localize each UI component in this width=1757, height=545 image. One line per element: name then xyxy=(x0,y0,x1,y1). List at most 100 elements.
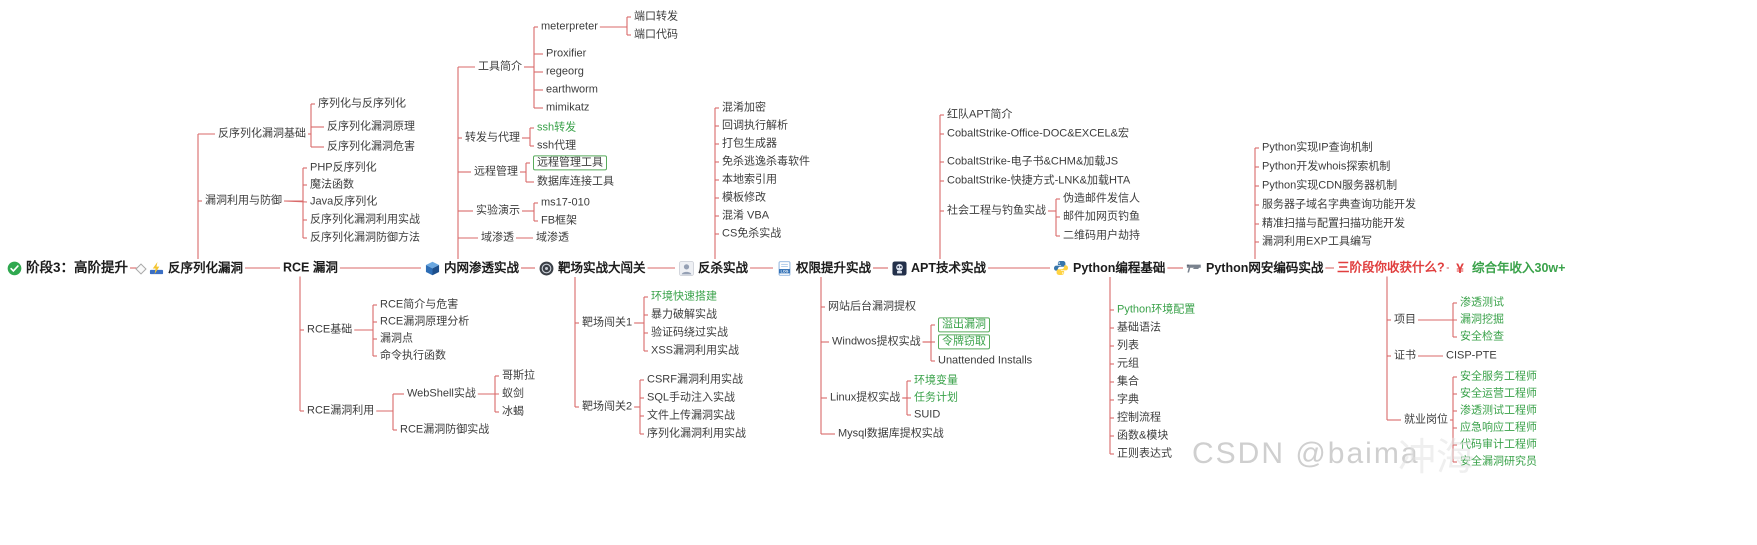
mindmap-node-g5[interactable]: 社会工程与钓鱼实战 xyxy=(947,204,1046,217)
mindmap-node-a2c2[interactable]: 魔法函数 xyxy=(310,178,354,191)
mindmap-node-s1[interactable]: 阶段3：高阶提升 xyxy=(6,260,128,276)
mindmap-node-b2c2[interactable]: RCE漏洞防御实战 xyxy=(400,423,489,436)
mindmap-node-b2c1b[interactable]: 蚁剑 xyxy=(502,387,524,400)
mindmap-node-b2[interactable]: RCE漏洞利用 xyxy=(307,404,374,417)
mindmap-node-c1c3[interactable]: regeorg xyxy=(546,65,584,78)
mindmap-node-i2[interactable]: Python开发whois探索机制 xyxy=(1262,160,1390,173)
mindmap-node-j2[interactable]: 证书 xyxy=(1394,349,1416,362)
mindmap-node-h9[interactable]: 正则表达式 xyxy=(1117,447,1172,460)
mindmap-node-e5[interactable]: 本地索引用 xyxy=(722,173,777,186)
mindmap-node-g1[interactable]: 红队APT简介 xyxy=(947,108,1012,121)
mindmap-node-b1c4[interactable]: 命令执行函数 xyxy=(380,349,446,362)
mindmap-node-s6[interactable]: 反杀实战 xyxy=(678,260,748,276)
mindmap-node-i3[interactable]: Python实现CDN服务器机制 xyxy=(1262,179,1397,192)
mindmap-node-f3c1[interactable]: 环境变量 xyxy=(914,374,958,387)
mindmap-node-a1[interactable]: 反序列化漏洞基础 xyxy=(218,127,306,140)
mindmap-node-e8[interactable]: CS免杀实战 xyxy=(722,227,781,240)
mindmap-node-i5[interactable]: 精准扫描与配置扫描功能开发 xyxy=(1262,217,1405,230)
mindmap-node-j1c2[interactable]: 漏洞挖掘 xyxy=(1460,313,1504,326)
mindmap-node-h8[interactable]: 函数&模块 xyxy=(1117,429,1168,442)
mindmap-node-b2c1c[interactable]: 冰蝎 xyxy=(502,405,524,418)
mindmap-node-i1[interactable]: Python实现IP查询机制 xyxy=(1262,141,1373,154)
mindmap-node-j2c1[interactable]: CISP-PTE xyxy=(1446,349,1497,362)
mindmap-node-f1[interactable]: 网站后台漏洞提权 xyxy=(828,300,916,313)
mindmap-node-a2c4[interactable]: 反序列化漏洞利用实战 xyxy=(310,213,420,226)
mindmap-node-h7[interactable]: 控制流程 xyxy=(1117,411,1161,424)
mindmap-node-c1c5[interactable]: mimikatz xyxy=(546,101,589,114)
mindmap-node-j3c3[interactable]: 渗透测试工程师 xyxy=(1460,404,1537,417)
mindmap-node-f3c2[interactable]: 任务计划 xyxy=(914,391,958,404)
mindmap-node-a1c1[interactable]: 序列化与反序列化 xyxy=(318,97,406,110)
mindmap-node-b1c2[interactable]: RCE漏洞原理分析 xyxy=(380,315,469,328)
mindmap-node-h4[interactable]: 元组 xyxy=(1117,357,1139,370)
mindmap-node-j1[interactable]: 项目 xyxy=(1394,313,1416,326)
mindmap-node-a1c2[interactable]: 反序列化漏洞原理 xyxy=(327,120,415,133)
mindmap-node-e7[interactable]: 混淆 VBA xyxy=(722,209,769,222)
mindmap-node-e4[interactable]: 免杀逃逸杀毒软件 xyxy=(722,155,810,168)
mindmap-node-c1c1b[interactable]: 端口代码 xyxy=(634,28,678,41)
mindmap-node-e6[interactable]: 模板修改 xyxy=(722,191,766,204)
mindmap-node-c5[interactable]: 域渗透 xyxy=(481,231,514,244)
mindmap-node-f4[interactable]: Mysql数据库提权实战 xyxy=(838,427,944,440)
mindmap-node-s3[interactable]: RCE 漏洞 xyxy=(283,261,338,276)
mindmap-node-e3[interactable]: 打包生成器 xyxy=(722,137,777,150)
mindmap-node-h3[interactable]: 列表 xyxy=(1117,339,1139,352)
mindmap-node-d1c1[interactable]: 环境快速搭建 xyxy=(651,290,717,303)
mindmap-node-c1c1[interactable]: meterpreter xyxy=(541,20,598,33)
mindmap-node-d2c1[interactable]: CSRF漏洞利用实战 xyxy=(647,373,743,386)
mindmap-node-j3c4[interactable]: 应急响应工程师 xyxy=(1460,421,1537,434)
mindmap-node-j1c3[interactable]: 安全检查 xyxy=(1460,330,1504,343)
mindmap-node-c1c2[interactable]: Proxifier xyxy=(546,47,586,60)
mindmap-node-s12[interactable]: ¥综合年收入30w+ xyxy=(1452,260,1565,276)
mindmap-node-g5c3[interactable]: 二维码用户劫持 xyxy=(1063,229,1140,242)
mindmap-node-b1[interactable]: RCE基础 xyxy=(307,323,352,336)
mindmap-node-s11[interactable]: 三阶段你收获什么? xyxy=(1337,261,1445,276)
mindmap-node-f2c3[interactable]: Unattended Installs xyxy=(938,354,1032,367)
mindmap-node-a2c1[interactable]: PHP反序列化 xyxy=(310,161,377,174)
mindmap-node-j3c6[interactable]: 安全漏洞研究员 xyxy=(1460,455,1537,468)
mindmap-node-b1c3[interactable]: 漏洞点 xyxy=(380,332,413,345)
mindmap-node-c3c2[interactable]: 数据库连接工具 xyxy=(537,175,614,188)
mindmap-node-h2[interactable]: 基础语法 xyxy=(1117,321,1161,334)
mindmap-node-d1c4[interactable]: XSS漏洞利用实战 xyxy=(651,344,739,357)
mindmap-node-a2c3[interactable]: Java反序列化 xyxy=(310,195,377,208)
mindmap-node-c5c1[interactable]: 域渗透 xyxy=(536,231,569,244)
mindmap-node-i6[interactable]: 漏洞利用EXP工具编写 xyxy=(1262,235,1372,248)
mindmap-node-c2c1[interactable]: ssh转发 xyxy=(537,121,576,134)
mindmap-node-b2c1[interactable]: WebShell实战 xyxy=(407,387,476,400)
mindmap-node-s9[interactable]: Python编程基础 xyxy=(1053,260,1165,276)
mindmap-node-s2[interactable]: 反序列化漏洞 xyxy=(148,260,243,276)
mindmap-node-c1[interactable]: 工具简介 xyxy=(478,60,522,73)
mindmap-node-b1c1[interactable]: RCE简介与危害 xyxy=(380,298,458,311)
mindmap-node-e2[interactable]: 回调执行解析 xyxy=(722,119,788,132)
mindmap-node-c4[interactable]: 实验演示 xyxy=(476,204,520,217)
mindmap-node-c1c4[interactable]: earthworm xyxy=(546,83,598,96)
mindmap-node-j3c2[interactable]: 安全运营工程师 xyxy=(1460,387,1537,400)
mindmap-node-c3[interactable]: 远程管理 xyxy=(474,165,518,178)
mindmap-node-d1c3[interactable]: 验证码绕过实战 xyxy=(651,326,728,339)
mindmap-node-s10[interactable]: Python网安编码实战 xyxy=(1186,260,1323,276)
mindmap-node-j1c1[interactable]: 渗透测试 xyxy=(1460,296,1504,309)
mindmap-node-s5[interactable]: 靶场实战大闯关 xyxy=(538,260,646,276)
mindmap-node-j3c5[interactable]: 代码审计工程师 xyxy=(1460,438,1537,451)
mindmap-node-g5c2[interactable]: 邮件加网页钓鱼 xyxy=(1063,210,1140,223)
mindmap-node-f2[interactable]: Windwos提权实战 xyxy=(832,335,921,348)
mindmap-node-j3c1[interactable]: 安全服务工程师 xyxy=(1460,370,1537,383)
mindmap-node-h5[interactable]: 集合 xyxy=(1117,375,1139,388)
mindmap-node-g3[interactable]: CobaltStrike-电子书&CHM&加载JS xyxy=(947,155,1118,168)
mindmap-node-s8[interactable]: APT技术实战 xyxy=(891,260,986,276)
mindmap-node-c4c2[interactable]: FB框架 xyxy=(541,214,577,227)
mindmap-node-a1c3[interactable]: 反序列化漏洞危害 xyxy=(327,140,415,153)
mindmap-node-c4c1[interactable]: ms17-010 xyxy=(541,196,590,209)
mindmap-node-b2c1a[interactable]: 哥斯拉 xyxy=(502,369,535,382)
mindmap-node-g4[interactable]: CobaltStrike-快捷方式-LNK&加载HTA xyxy=(947,174,1130,187)
mindmap-node-d1c2[interactable]: 暴力破解实战 xyxy=(651,308,717,321)
mindmap-node-d2c3[interactable]: 文件上传漏洞实战 xyxy=(647,409,735,422)
mindmap-node-c1c1a[interactable]: 端口转发 xyxy=(634,10,678,23)
mindmap-node-a2[interactable]: 漏洞利用与防御 xyxy=(205,194,282,207)
mindmap-node-i4[interactable]: 服务器子域名字典查询功能开发 xyxy=(1262,198,1416,211)
mindmap-node-g2[interactable]: CobaltStrike-Office-DOC&EXCEL&宏 xyxy=(947,127,1129,140)
mindmap-node-g5c1[interactable]: 伪造邮件发信人 xyxy=(1063,192,1140,205)
mindmap-node-s4[interactable]: 内网渗透实战 xyxy=(424,260,519,276)
